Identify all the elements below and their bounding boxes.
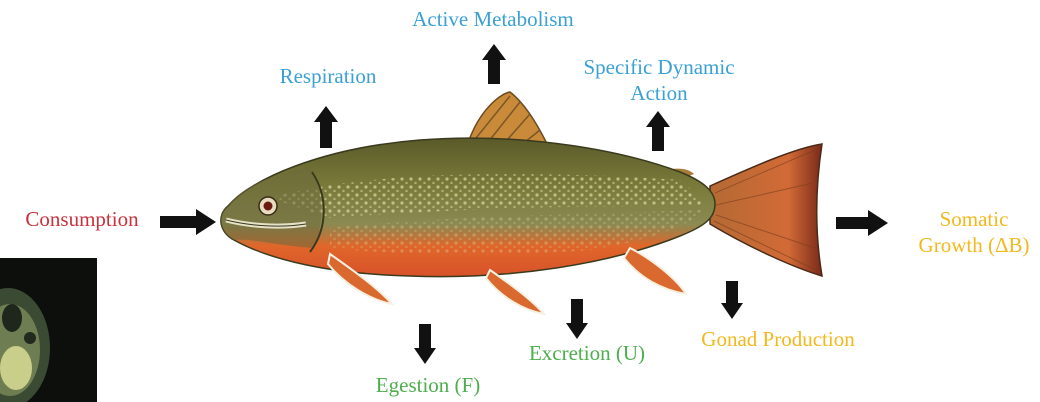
sda-line1: Specific Dynamic xyxy=(562,54,756,80)
label-egestion: Egestion (F) xyxy=(360,372,496,398)
somatic-growth-arrow xyxy=(836,210,888,236)
consumption-arrow xyxy=(160,209,216,235)
sda-line2: Action xyxy=(562,80,756,106)
active-metabolism-text: Active Metabolism xyxy=(412,7,574,31)
somatic-line1: Somatic xyxy=(908,206,1040,232)
label-consumption: Consumption xyxy=(6,206,158,232)
consumption-text: Consumption xyxy=(25,207,138,231)
label-specific-dynamic-action: Specific Dynamic Action xyxy=(562,54,756,106)
egestion-text: Egestion (F) xyxy=(376,373,480,397)
respiration-text: Respiration xyxy=(280,64,377,88)
egestion-arrow xyxy=(414,324,436,364)
inset-photo xyxy=(0,258,97,402)
excretion-arrow xyxy=(566,299,588,339)
somatic-line2: Growth (ΔB) xyxy=(908,232,1040,258)
gonad-text: Gonad Production xyxy=(701,327,854,351)
active-metabolism-arrow xyxy=(482,44,506,84)
label-excretion: Excretion (U) xyxy=(512,340,662,366)
label-respiration: Respiration xyxy=(266,63,390,89)
excretion-text: Excretion (U) xyxy=(529,341,645,365)
respiration-arrow xyxy=(314,106,338,148)
label-active-metabolism: Active Metabolism xyxy=(390,6,596,32)
label-somatic-growth: Somatic Growth (ΔB) xyxy=(908,206,1040,258)
sda-arrow xyxy=(646,111,670,151)
gonad-arrow xyxy=(721,281,743,319)
label-gonad-production: Gonad Production xyxy=(678,326,878,352)
